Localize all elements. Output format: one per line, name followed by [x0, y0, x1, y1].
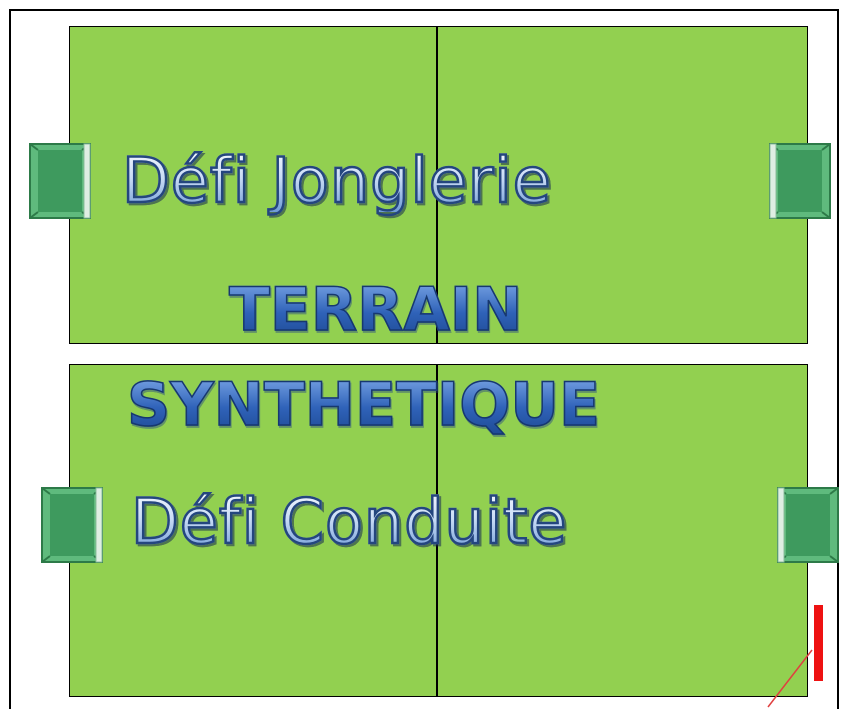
pitch-top-halfway-line: [436, 27, 438, 343]
pitch-bottom-halfway-line: [436, 365, 438, 696]
goal-icon: [777, 487, 839, 563]
page-border: [9, 9, 839, 709]
goal-icon: [29, 143, 91, 219]
venue-label-synthetique: SYNTHETIQUE: [126, 370, 600, 440]
goal-icon: [769, 143, 831, 219]
goal-icon: [41, 487, 103, 563]
venue-label-terrain: TERRAIN: [228, 275, 523, 345]
pitch-bottom: [69, 364, 808, 697]
challenge-juggling-label: Défi Jonglerie: [121, 144, 552, 217]
challenge-dribbling-label: Défi Conduite: [130, 485, 568, 558]
marker-icon: [814, 605, 823, 681]
